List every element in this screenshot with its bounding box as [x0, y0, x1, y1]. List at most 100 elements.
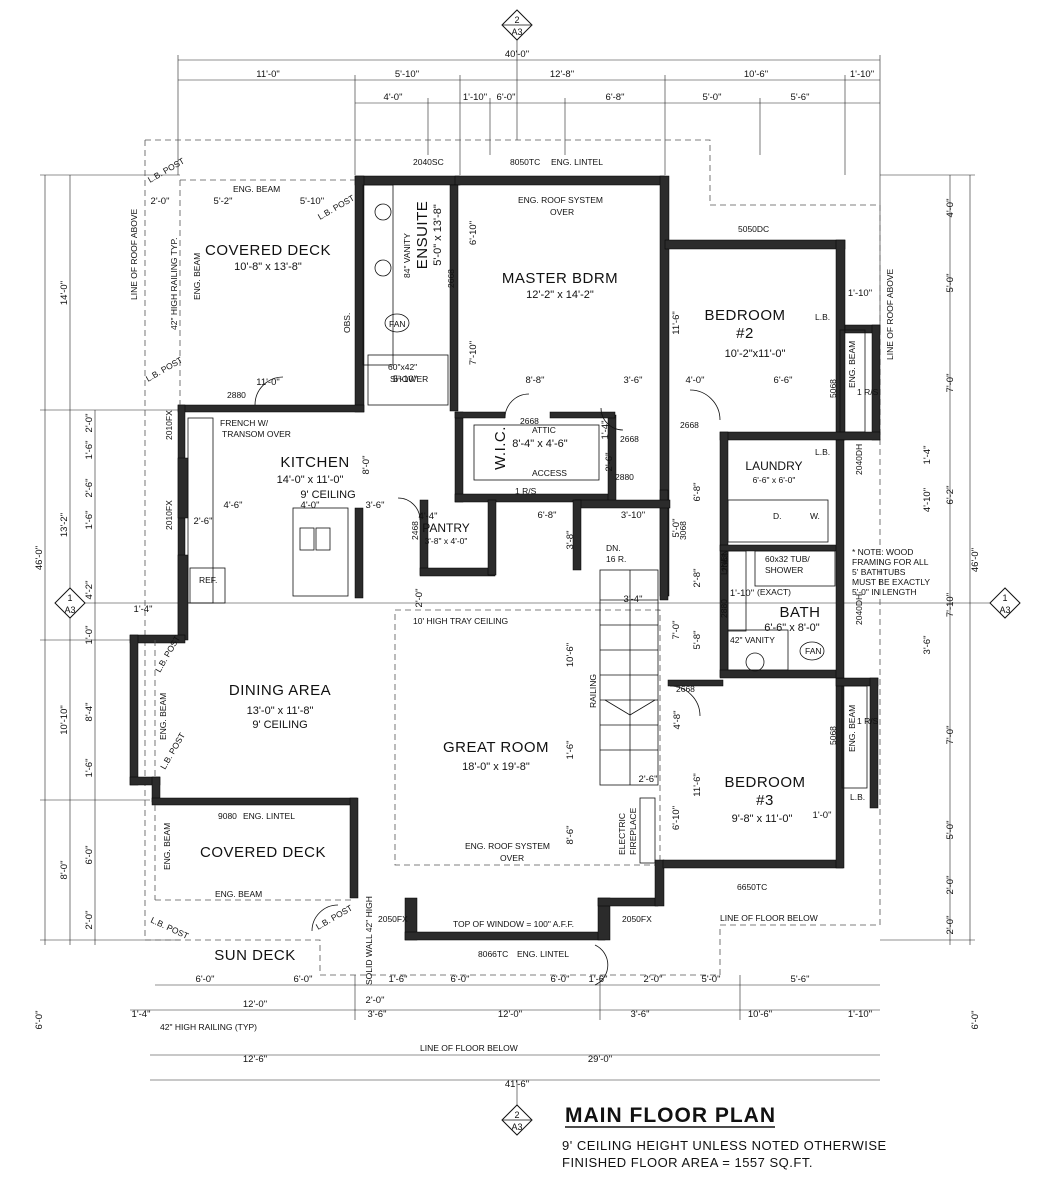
dim-i-38: 2'-6" [604, 453, 615, 472]
dim-top1-0: 11'-0" [256, 69, 280, 80]
note-french: FRENCH W/ [220, 418, 269, 428]
dim-b2-7: 1'-10" [848, 1009, 872, 1020]
dim-b1-8: 5'-6" [791, 974, 810, 985]
tag-3068: 3068 [678, 521, 688, 540]
section-marker-left: 1 A3 [54, 587, 86, 619]
kitchen-name: KITCHEN [280, 454, 349, 471]
dim-b2-3: 3'-6" [368, 1009, 387, 1020]
note-transom: TRANSOM OVER [222, 429, 291, 439]
tag-2668-wic: 2668 [520, 416, 539, 426]
dim-i-26: 5'-8" [692, 631, 703, 650]
dim-left-4: 6'-0" [34, 1011, 45, 1030]
tag-2040dh-1: 2040DH [854, 444, 864, 475]
bedroom3-dim: 9'-8" x 11'-0" [732, 813, 793, 825]
tag-8066tc: 8066TC [478, 949, 508, 959]
note-shower-size: 60"x42" [388, 362, 417, 372]
master-bdrm-dim: 12'-2" x 14'-2" [526, 289, 594, 301]
note-tub2: SHOWER [765, 565, 803, 575]
note-lb-laundry: L.B. [815, 447, 830, 457]
dim-b2-6: 10'-6" [748, 1009, 772, 1020]
note-lb-bed2: L.B. [815, 312, 830, 322]
note-top-window: TOP OF WINDOW = 100" A.F.F. [453, 919, 574, 929]
bedroom2-dim: 10'-2"x11'-0" [725, 348, 786, 360]
dim-i-11: 1'-10" [848, 288, 872, 299]
dim-b1-3: 6'-0" [451, 974, 470, 985]
dim-rs-0: 4'-0" [945, 199, 956, 218]
marker-right-sheet: A3 [999, 605, 1010, 615]
note-eng-lintel-top: ENG. LINTEL [551, 157, 603, 167]
dim-b3-0: 12'-6" [243, 1054, 267, 1065]
dim-rs-9: 2'-0" [945, 916, 956, 935]
dim-rs-5: 3'-6" [922, 636, 933, 655]
dim-i-30: 2'-6" [639, 774, 658, 785]
tag-9080: 9080 [218, 811, 237, 821]
dimension-lines [40, 40, 990, 1105]
dim-left-2: 10'-10" [59, 705, 70, 734]
dim-ls-9: 2'-0" [84, 911, 95, 930]
dim-b1-6: 2'-0" [644, 974, 663, 985]
dim-ls-1: 1'-6" [84, 441, 95, 460]
dim-right-overall: 46'-0" [970, 548, 981, 572]
dim-i-12: 8'-0" [361, 456, 372, 475]
marker-top-sheet: A3 [511, 27, 522, 37]
dim-i-18: 6'-8" [538, 510, 557, 521]
dim-top2-4: 5'-0" [703, 92, 722, 103]
dim-i-24: 10'-6" [565, 643, 576, 667]
dim-b2-5: 3'-6" [631, 1009, 650, 1020]
dim-top1-1: 5'-10" [395, 69, 419, 80]
note-exact: (EXACT) [757, 587, 791, 597]
dim-b1-7: 5'-0" [702, 974, 721, 985]
dim-top2-0: 4'-0" [384, 92, 403, 103]
dim-left-3: 8'-0" [59, 861, 70, 880]
ceiling-note: 9' CEILING HEIGHT UNLESS NOTED OTHERWISE [562, 1138, 887, 1153]
note-rs-bed3: 1 R/S [857, 716, 879, 726]
note-eng-lintel-deck: ENG. LINTEL [243, 811, 295, 821]
note-eng-lintel-bottom: ENG. LINTEL [517, 949, 569, 959]
section-marker-right: 1 A3 [989, 587, 1021, 619]
dim-i-27: 2'-8" [692, 569, 703, 588]
note-wood-2: FRAMING FOR ALL [852, 557, 929, 567]
dim-left-0: 14'-0" [59, 281, 70, 305]
dim-ls-4: 4'-2" [84, 581, 95, 600]
dim-b1-5: 1'-6" [589, 974, 608, 985]
dim-i-2: 5'-10" [300, 196, 324, 207]
dim-ls-0: 2'-0" [84, 414, 95, 433]
tag-2468: 2468 [410, 521, 420, 540]
dim-i-40: 4'-8" [672, 711, 683, 730]
tag-2050fx-2: 2050FX [622, 914, 652, 924]
dim-overall-top: 40'-0" [505, 49, 529, 60]
section-marker-top: 2 A3 [501, 9, 533, 41]
note-tub1: 60x32 TUB/ [765, 554, 810, 564]
room-labels: COVERED DECK 10'-8" x 13'-8" ENSUITE 5'-… [200, 201, 820, 964]
wic-name: W.I.C. [492, 426, 509, 470]
ensuite-dim: 5'-0" x 13'-8" [432, 204, 444, 266]
dim-left-1: 13'-2" [59, 513, 70, 537]
dim-i-25: 7'-0" [671, 621, 682, 640]
master-bdrm-name: MASTER BDRM [502, 270, 618, 287]
note-eng-beam-dining: ENG. BEAM [158, 693, 168, 740]
dim-i-13: 4'-6" [224, 500, 243, 511]
dim-i-31: 8'-6" [565, 826, 576, 845]
tag-2040dh-2: 2040DH [854, 594, 864, 625]
dim-i-23: 3'-4" [624, 594, 643, 605]
tag-5050dc: 5050DC [738, 224, 769, 234]
tag-2010fx-1: 2010FX [164, 410, 174, 440]
note-fireplace1: ELECTRIC [617, 813, 627, 855]
note-vanity42: 42" VANITY [730, 635, 775, 645]
note-over-bottom: OVER [500, 853, 524, 863]
dim-b1-2: 1'-6" [389, 974, 408, 985]
walls [129, 175, 881, 941]
dim-i-35: 5'-10" [393, 374, 417, 385]
note-wood-1: * NOTE: WOOD [852, 547, 913, 557]
fixtures-counters [154, 179, 868, 986]
dining-dim: 13'-0" x 11'-8" [247, 705, 314, 717]
dim-i-32: 6'-10" [671, 806, 682, 830]
sun-deck-name: SUN DECK [214, 947, 296, 964]
dim-top2-5: 5'-6" [791, 92, 810, 103]
dim-i-39: 1'-4" [134, 604, 153, 615]
dim-i-33: 11'-6" [692, 773, 703, 797]
note-washer: W. [810, 511, 820, 521]
dim-rs-4: 7'-10" [945, 593, 956, 617]
dim-rs-8: 2'-0" [945, 876, 956, 895]
dim-ls-7: 1'-6" [84, 759, 95, 778]
